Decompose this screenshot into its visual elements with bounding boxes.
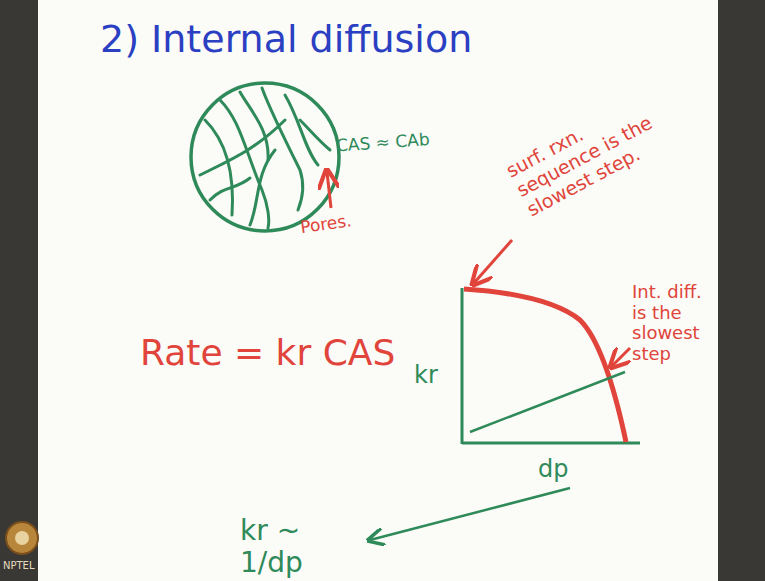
scaling-result: kr ~ 1/dp: [240, 515, 370, 579]
y-axis: [461, 288, 464, 444]
rate-equation: Rate = kr CAS: [140, 332, 430, 373]
surface-arrow: [474, 240, 512, 283]
regime-note: Int. diff. is the slowest step: [632, 282, 712, 365]
pellet-circle: [191, 83, 339, 231]
regime-note: surf. rxn. sequence is the slowest step.: [503, 81, 688, 221]
concentration-note: CAS ≈ CAb: [335, 127, 466, 156]
pore-lines: [200, 88, 330, 228]
logo: [6, 522, 38, 554]
axis-label: kr: [414, 362, 454, 390]
rate-curve: [464, 289, 626, 442]
pores-label: Pores.: [299, 206, 391, 238]
slide-title: 2) Internal diffusion: [100, 18, 500, 62]
watermark: NPTEL: [3, 560, 47, 572]
paper: [38, 0, 718, 581]
axis-label: dp: [538, 456, 588, 484]
x-axis: [462, 442, 640, 445]
diffusion-arrow: [612, 348, 630, 366]
result-arrow: [370, 488, 570, 540]
guide-line: [470, 372, 625, 432]
pores-arrow: [327, 172, 331, 208]
